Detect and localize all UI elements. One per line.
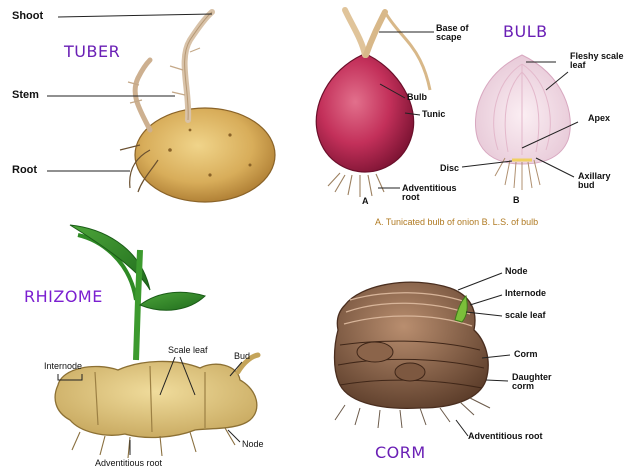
corm-title: CORM: [375, 443, 426, 462]
rhizome-scale-leaf-label: Scale leaf: [168, 346, 208, 355]
corm-scale-leaf-label: scale leaf: [505, 311, 546, 320]
bulb-tunic-label: Tunic: [422, 110, 445, 119]
bulb-figure-b-label: B: [513, 196, 520, 205]
tuber-stem-label: Stem: [12, 90, 39, 102]
bulb-disc-pointer: [462, 161, 512, 167]
rhizome-title: RHIZOME: [24, 287, 103, 306]
bulb-adventitious-root-label: Adventitious root: [402, 184, 462, 203]
corm-drawing: [335, 282, 491, 428]
tuber-shoot-label: Shoot: [12, 11, 43, 23]
bulb-fleshy-scale-leaf-label: Fleshy scale leaf: [570, 52, 628, 71]
corm-root-pointer: [456, 420, 468, 436]
corm-internode-label: Internode: [505, 289, 546, 298]
corm-node-pointer: [458, 273, 502, 290]
tuber-root-label: Root: [12, 165, 37, 177]
ginger-rhizome-drawing: [55, 225, 258, 458]
corm-daughter-corm-label: Daughter corm: [512, 373, 562, 392]
corm-adventitious-root-label: Adventitious root: [468, 432, 548, 441]
bulb-disc-label: Disc: [440, 164, 459, 173]
onion-bulb-drawing: [316, 10, 430, 197]
corm-daughter-pointer: [486, 380, 508, 381]
rhizome-adventitious-root-label: Adventitious root: [95, 459, 162, 468]
corm-internode-pointer: [470, 295, 502, 305]
rhizome-internode-label: Internode: [44, 362, 82, 371]
bulb-base-of-scape-label: Base of scape: [436, 24, 478, 43]
bulb-longitudinal-section-drawing: [475, 55, 570, 190]
tuber-shoot-pointer: [58, 14, 212, 17]
rhizome-bud-label: Bud: [234, 352, 250, 361]
corm-node-label: Node: [505, 267, 528, 276]
rhizome-node-label: Node: [242, 440, 264, 449]
bulb-axillary-bud-label: Axillary bud: [578, 172, 623, 191]
tuber-title: TUBER: [64, 42, 120, 61]
corm-corm-label: Corm: [514, 350, 538, 359]
bulb-caption: A. Tunicated bulb of onion B. L.S. of bu…: [375, 217, 538, 227]
potato-tuber-drawing: [120, 12, 275, 202]
bulb-figure-a-label: A: [362, 197, 369, 206]
bulb-apex-label: Apex: [588, 114, 610, 123]
bulb-axillary-pointer: [536, 158, 574, 177]
bulb-title: BULB: [503, 22, 548, 41]
bulb-bulb-label: Bulb: [407, 93, 427, 102]
